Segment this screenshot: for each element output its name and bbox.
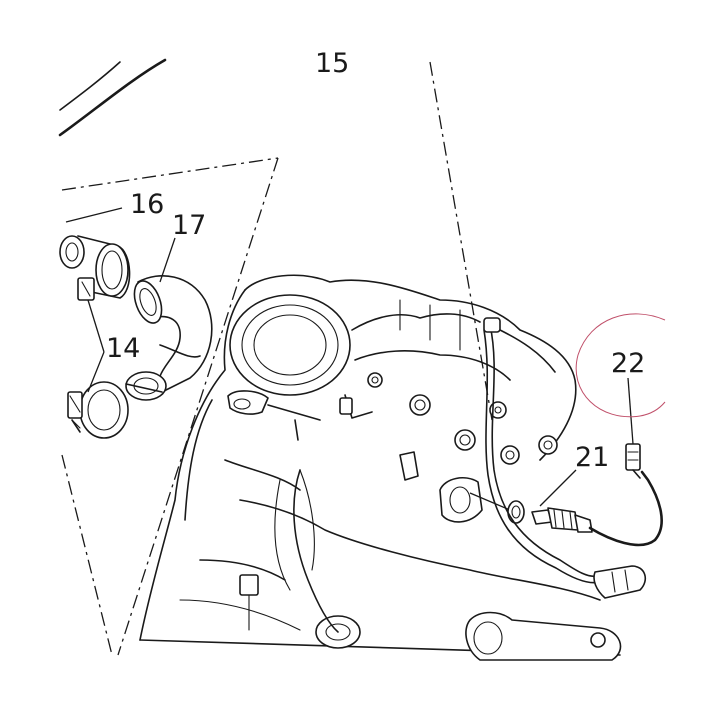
callout-21: 21	[575, 442, 609, 473]
sensor-boss	[439, 477, 483, 523]
hose-clamp-16	[59, 235, 131, 301]
callout-leaders	[65, 207, 634, 507]
hose-clamp-14	[67, 381, 129, 439]
callout-14: 14	[106, 333, 140, 364]
temperature-sensor-21	[439, 470, 663, 547]
callout-15: 15	[315, 48, 349, 79]
highlight-circle	[575, 313, 666, 418]
callout-17: 17	[172, 210, 206, 241]
engine-throttle-body	[139, 274, 622, 661]
bolts	[367, 372, 558, 465]
callout-16: 16	[130, 189, 164, 220]
callout-22: 22	[611, 348, 645, 379]
sensor-washer	[507, 500, 525, 524]
throttle-bore-outer	[229, 294, 351, 396]
assembly-center-lines	[61, 61, 493, 656]
body-panel-curve	[58, 58, 167, 137]
connector-22	[625, 443, 641, 479]
coolant-hose-17	[125, 275, 213, 401]
wiring-harness	[293, 317, 647, 633]
